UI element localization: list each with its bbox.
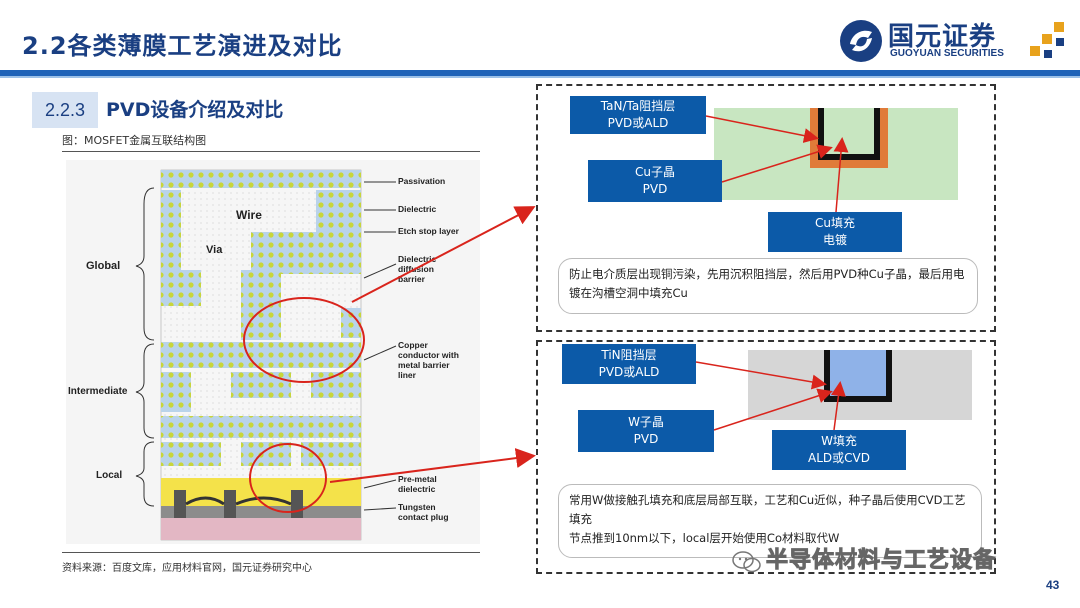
w-fill-label: W填充 ALD或CVD [772, 430, 906, 470]
company-logo: 国元证券 GUOYUAN SECURITIES [838, 14, 1074, 66]
w-seed-line-1: W子晶 [628, 415, 664, 429]
passivation-label: Passivation [398, 176, 446, 186]
copper-line-4: liner [398, 370, 416, 380]
header-rule [0, 70, 1080, 76]
cu-seed-line-2: PVD [642, 182, 668, 196]
via-label: Via [206, 244, 223, 256]
section-number: 2.2.3 [32, 92, 98, 128]
tungsten-line-1: Tungsten [398, 502, 436, 512]
cu-fill-line-2: 电镀 [822, 233, 847, 247]
interconnect-svg [135, 169, 397, 541]
diffusion-line-3: barrier [398, 274, 425, 284]
copper-line-3: metal barrier [398, 360, 450, 370]
wire-label: Wire [236, 208, 262, 222]
cu-fill-arrow [833, 137, 849, 213]
copper-line-1: Copper [398, 340, 428, 350]
w-seed-arrow [713, 388, 833, 431]
wechat-icon [732, 551, 761, 573]
global-label: Global [86, 260, 121, 272]
figure-source: 资料来源：百度文库，应用材料官网，国元证券研究中心 [62, 563, 312, 574]
figure-rule [62, 151, 480, 152]
w-fill-line-1: W填充 [821, 434, 857, 448]
tungsten-line-2: contact plug [398, 512, 449, 522]
w-process-panel [536, 340, 996, 574]
header-rule-light [0, 76, 1080, 78]
w-barrier-arrow [695, 361, 827, 390]
etch-stop-label: Etch stop layer [398, 226, 459, 236]
section-title: PVD设备介绍及对比 [106, 99, 284, 121]
cu-barrier-line-1: TaN/Ta阻挡层 [600, 99, 676, 113]
w-trench-graphic [748, 350, 972, 420]
premetal-label: Pre-metal dielectric [398, 474, 437, 494]
w-barrier-line-2: PVD或ALD [598, 365, 660, 379]
w-seed-line-2: PVD [633, 432, 659, 446]
arrow-to-w-panel [329, 448, 536, 483]
cu-seed-arrow [721, 144, 833, 183]
logo-squares-icon [1030, 22, 1064, 58]
w-barrier-line-1: TiN阻挡层 [601, 348, 657, 362]
figure-caption: 图：MOSFET金属互联结构图 [62, 134, 207, 147]
watermark-text: 半导体材料与工艺设备 [765, 548, 997, 574]
page-number: 43 [1046, 578, 1060, 592]
cu-seed-label: Cu子晶 PVD [588, 160, 722, 202]
w-note-line-2: 节点推到10nm以下，local层开始使用Co材料取代W [569, 531, 840, 545]
w-barrier-label: TiN阻挡层 PVD或ALD [562, 344, 696, 384]
cu-barrier-line-2: PVD或ALD [607, 116, 669, 130]
w-note: 常用W做接触孔填充和底层局部互联，工艺和Cu近似，种子晶后使用CVD工艺填充 节… [558, 484, 982, 558]
page-title: 2.2各类薄膜工艺演进及对比 [22, 32, 343, 60]
dielectric-label: Dielectric [398, 204, 437, 214]
logo-en-text: GUOYUAN SECURITIES [890, 48, 1004, 59]
tungsten-label: Tungsten contact plug [398, 502, 449, 522]
intermediate-label: Intermediate [68, 386, 128, 397]
logo-mark-icon [840, 20, 882, 62]
cu-seed-line-1: Cu子晶 [635, 165, 675, 179]
w-note-line-1: 常用W做接触孔填充和底层局部互联，工艺和Cu近似，种子晶后使用CVD工艺填充 [569, 493, 966, 526]
logo-cn-text: 国元证券 [888, 22, 997, 52]
cu-barrier-arrow [705, 115, 819, 144]
cu-trench-graphic [714, 108, 958, 200]
cu-barrier-label: TaN/Ta阻挡层 PVD或ALD [570, 96, 706, 134]
arrow-to-cu-panel [351, 206, 536, 303]
w-seed-label: W子晶 PVD [578, 410, 714, 452]
local-label: Local [96, 470, 123, 481]
cu-note: 防止电介质层出现铜污染，先用沉积阻挡层，然后用PVD种Cu子晶，最后用电镀在沟槽… [558, 258, 978, 314]
cu-fill-label: Cu填充 电镀 [768, 212, 902, 252]
diffusion-line-1: Dielectric [398, 254, 437, 264]
copper-line-2: conductor with [398, 350, 459, 360]
w-fill-line-2: ALD或CVD [808, 451, 870, 465]
w-fill-arrow [831, 381, 846, 431]
premetal-line-1: Pre-metal [398, 474, 437, 484]
copper-conductor-label: Copper conductor with metal barrier line… [398, 340, 459, 380]
source-rule [62, 552, 480, 553]
cu-fill-line-1: Cu填充 [815, 216, 855, 230]
mosfet-interconnect-diagram: Wire Via Global Intermediate Local Passi… [66, 160, 480, 544]
premetal-line-2: dielectric [398, 484, 436, 494]
cu-process-panel [536, 84, 996, 332]
